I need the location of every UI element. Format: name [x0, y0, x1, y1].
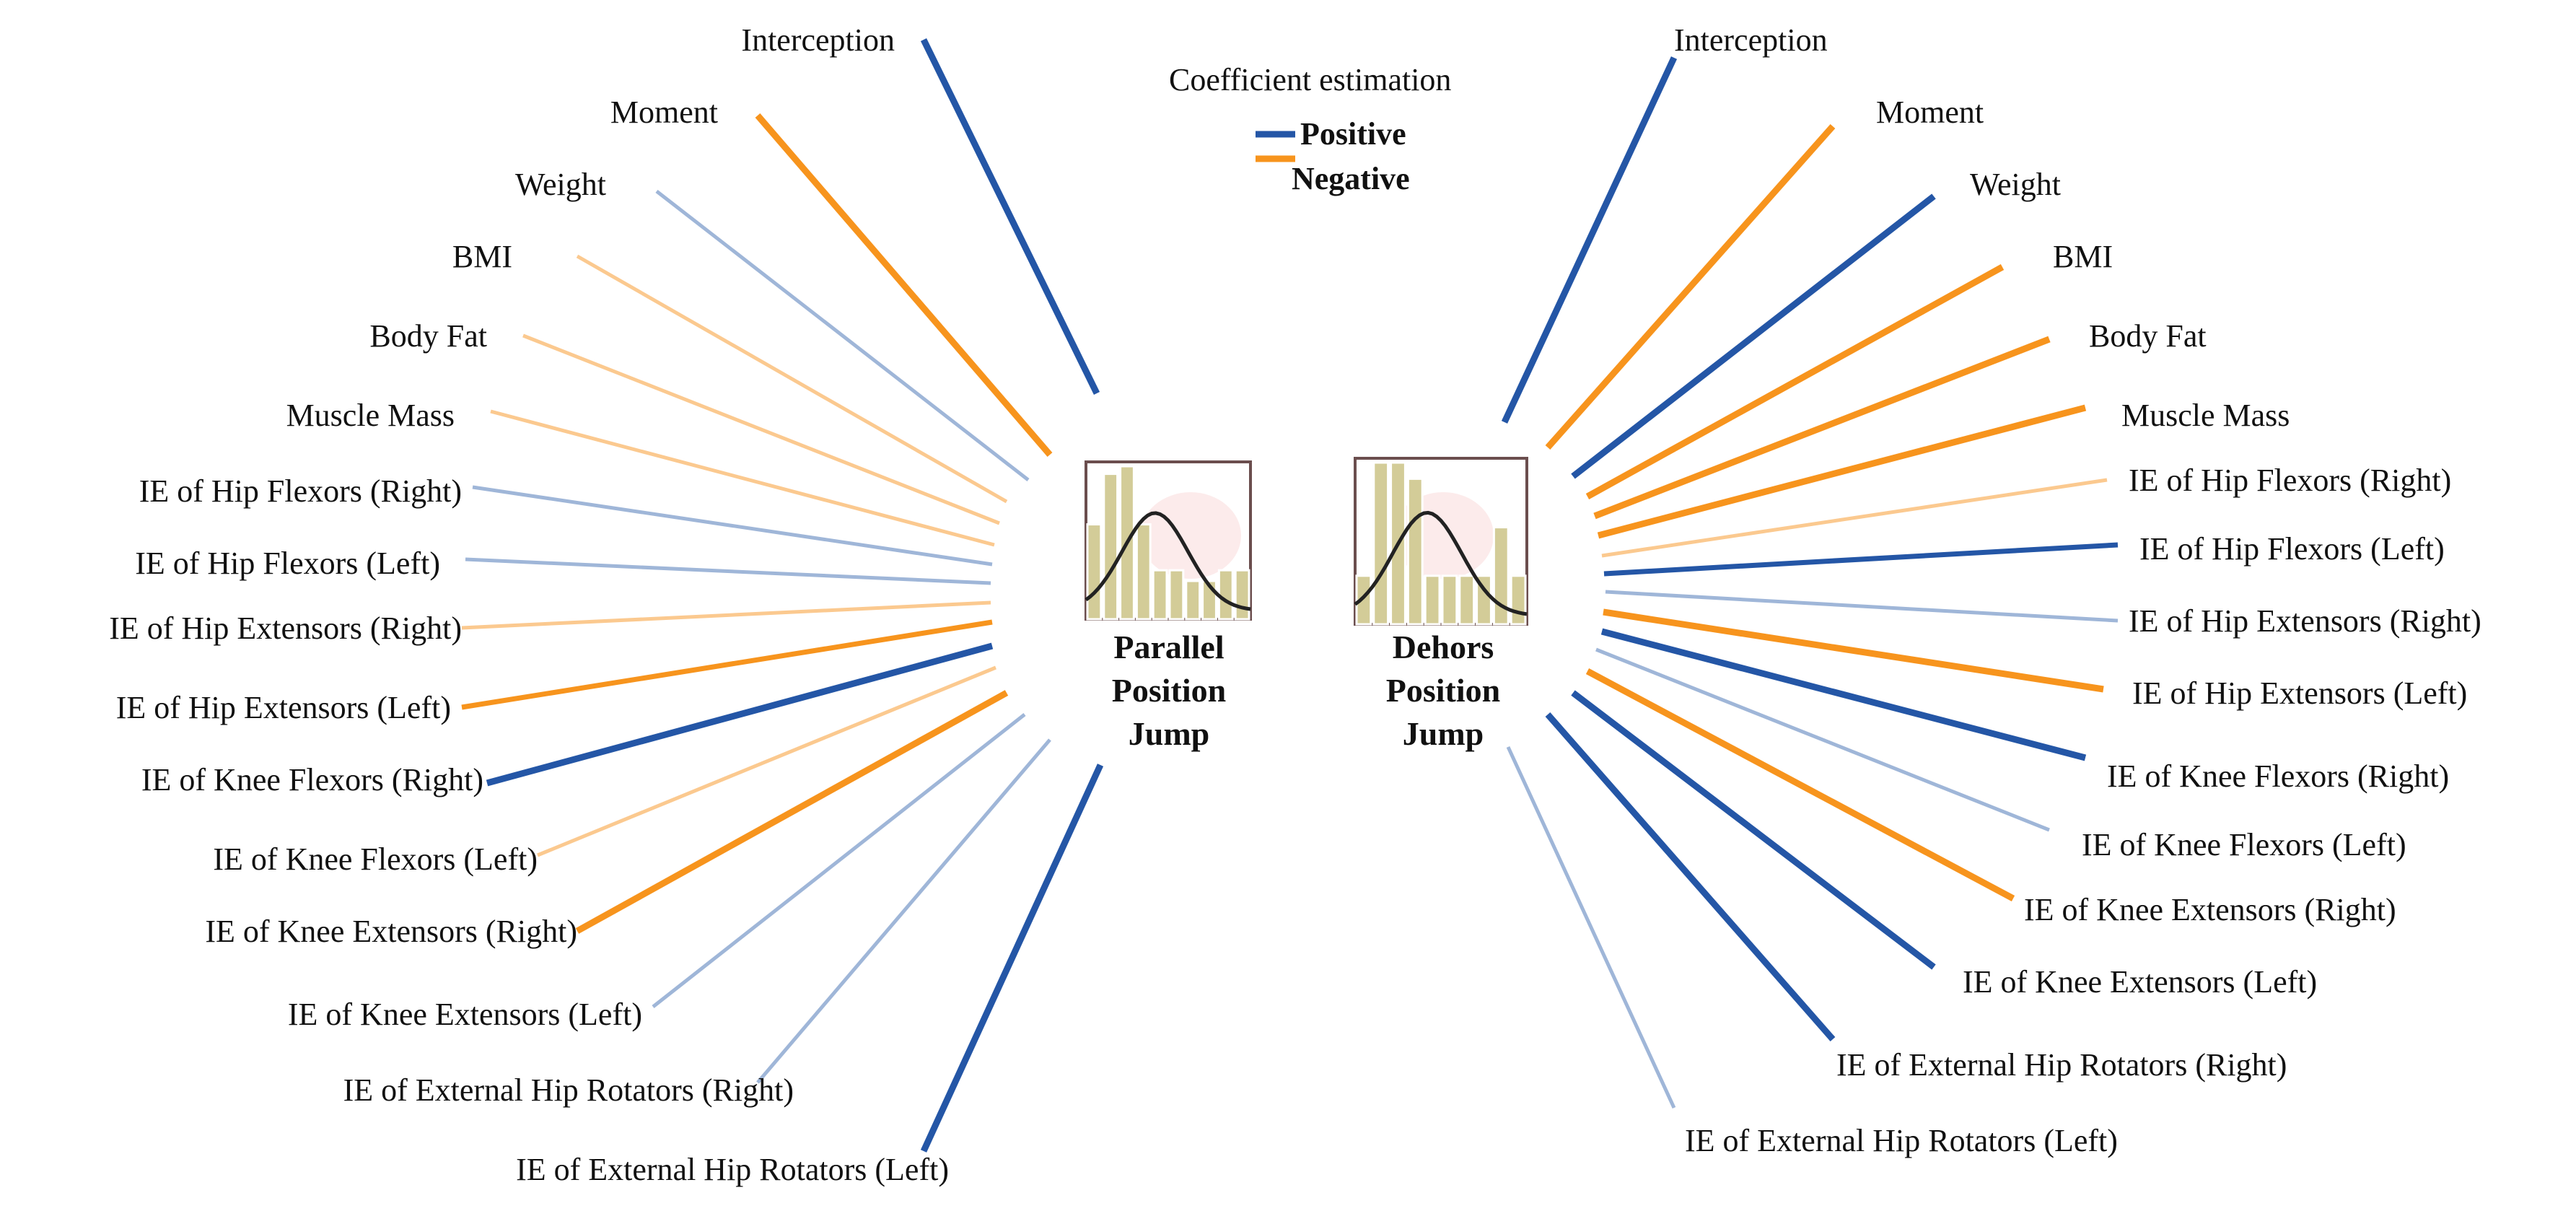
- spoke-positive: [1571, 690, 1936, 970]
- spoke-positive: [472, 485, 993, 567]
- spoke-negative: [755, 113, 1053, 457]
- variable-label: IE of Hip Extensors (Left): [116, 690, 451, 725]
- variable-label: IE of Hip Flexors (Right): [2129, 463, 2451, 498]
- histogram-bar: [1185, 580, 1201, 621]
- variable-label: Interception: [741, 22, 895, 58]
- variable-label: IE of External Hip Rotators (Left): [516, 1152, 949, 1187]
- histogram-bar: [1510, 574, 1527, 626]
- variable-label: IE of External Hip Rotators (Right): [1836, 1047, 2287, 1083]
- legend-negative-label: Negative: [1292, 161, 1410, 196]
- variable-label: Body Fat: [369, 318, 487, 354]
- histogram-bar: [1135, 523, 1152, 621]
- variable-label: IE of Knee Flexors (Left): [2082, 827, 2406, 862]
- histogram-bar: [1103, 473, 1119, 621]
- spoke-negative: [576, 254, 1008, 504]
- variable-label: IE of External Hip Rotators (Left): [1685, 1123, 2118, 1158]
- variable-label: BMI: [452, 239, 512, 274]
- variable-label: IE of Knee Extensors (Right): [2024, 892, 2396, 927]
- spoke-negative: [1601, 478, 2108, 558]
- variable-label: IE of Knee Flexors (Left): [213, 841, 538, 877]
- legend: Coefficient estimation Positive Negative: [1169, 62, 1451, 196]
- spoke-positive: [920, 764, 1104, 1153]
- parallel-title-line-2: Position: [1112, 672, 1226, 709]
- spoke-negative: [575, 690, 1009, 934]
- variable-label: IE of Hip Extensors (Right): [2129, 603, 2481, 639]
- dehors-title-line-3: Jump: [1403, 715, 1484, 752]
- parallel-title-line-3: Jump: [1129, 715, 1209, 752]
- histogram-with-density-curve-icon: [1085, 460, 1252, 621]
- spoke-positive: [1545, 712, 1836, 1041]
- spoke-negative: [522, 333, 1000, 525]
- spoke-positive: [465, 557, 991, 585]
- histogram-bar: [1168, 569, 1185, 621]
- histogram-bar: [1406, 477, 1424, 626]
- variable-label: IE of Knee Flexors (Right): [2107, 758, 2449, 794]
- spoke-negative: [461, 619, 993, 710]
- variable-label: Moment: [1876, 95, 1984, 130]
- spoke-negative: [461, 600, 991, 630]
- histogram-bar: [1424, 574, 1441, 626]
- spoke-positive: [1571, 193, 1936, 479]
- spoke-positive: [1506, 746, 1676, 1109]
- variable-label: Weight: [1970, 167, 2061, 202]
- spoke-negative: [1603, 608, 2104, 693]
- variable-label: Muscle Mass: [2121, 398, 2290, 433]
- variable-label: IE of Knee Extensors (Right): [205, 914, 577, 949]
- dehors-title-line-1: Dehors: [1393, 629, 1494, 665]
- spoke-negative: [1593, 336, 2051, 520]
- spoke-negative: [1597, 404, 2087, 539]
- legend-title: Coefficient estimation: [1169, 62, 1451, 97]
- histogram-bar: [1152, 569, 1168, 621]
- spoke-positive: [652, 713, 1026, 1008]
- spoke-negative: [1545, 124, 1836, 450]
- variable-label: Muscle Mass: [286, 398, 455, 433]
- spoke-positive: [756, 738, 1051, 1084]
- variable-label: IE of Knee Flexors (Right): [141, 762, 483, 797]
- spoke-positive: [1603, 542, 2119, 577]
- spoke-negative: [490, 409, 995, 547]
- variable-label: IE of Hip Flexors (Right): [139, 473, 462, 509]
- histogram-bar: [1086, 523, 1103, 621]
- spoke-positive: [1600, 628, 2087, 761]
- variable-label: IE of Hip Extensors (Left): [2132, 676, 2467, 711]
- variable-label: IE of Hip Flexors (Left): [135, 546, 440, 581]
- spoke-positive: [1605, 590, 2119, 623]
- histogram-bar: [1492, 526, 1510, 626]
- spoke-positive: [1595, 647, 2050, 832]
- spoke-positive: [1501, 56, 1678, 424]
- parallel-title-line-1: Parallel: [1113, 629, 1224, 665]
- variable-label: IE of Knee Extensors (Left): [1963, 964, 2317, 1000]
- variable-label: IE of Hip Flexors (Left): [2139, 531, 2445, 567]
- histogram-bar: [1458, 574, 1476, 626]
- variable-label: Interception: [1674, 22, 1828, 58]
- spoke-positive: [486, 642, 994, 787]
- histogram-bar: [1217, 569, 1234, 621]
- variable-label: BMI: [2053, 239, 2113, 274]
- spoke-positive: [920, 38, 1100, 395]
- histogram-bar: [1234, 569, 1250, 621]
- histogram-bar: [1476, 574, 1492, 626]
- spoke-negative: [537, 665, 996, 857]
- histogram-bar: [1355, 574, 1372, 626]
- spoke-negative: [1585, 668, 2015, 901]
- variable-label: IE of Hip Extensors (Right): [109, 611, 462, 646]
- variable-label: IE of Knee Extensors (Left): [288, 997, 642, 1032]
- dehors-title-line-2: Position: [1386, 672, 1500, 709]
- variable-label: Body Fat: [2089, 318, 2207, 354]
- variable-label: Weight: [515, 167, 606, 202]
- histogram-with-density-curve-icon: [1354, 457, 1528, 626]
- spoke-negative: [1585, 264, 2005, 499]
- variable-label: Moment: [610, 95, 718, 130]
- variable-label: IE of External Hip Rotators (Right): [343, 1072, 794, 1108]
- histogram-bar: [1372, 461, 1390, 626]
- legend-positive-label: Positive: [1300, 116, 1406, 152]
- spoke-positive: [655, 190, 1030, 481]
- histogram-bar: [1441, 574, 1458, 626]
